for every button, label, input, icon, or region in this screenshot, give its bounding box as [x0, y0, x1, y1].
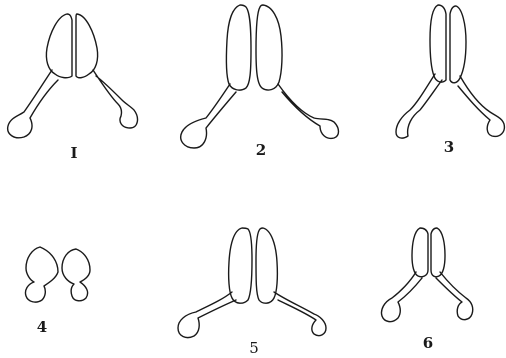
figure-3-right-lobe	[450, 6, 466, 83]
figure-5: 5	[178, 228, 326, 357]
figure-1-label: I	[70, 144, 77, 162]
figure-3-left-arm	[396, 74, 442, 138]
figure-3: 3	[396, 5, 504, 156]
figure-3-left-lobe	[430, 5, 446, 82]
figure-1-left-arm	[8, 70, 58, 138]
figure-6-left-arm	[381, 272, 422, 322]
figure-6-label: 6	[423, 334, 433, 352]
figure-1: I	[8, 14, 138, 162]
figure-2-left-lobe	[226, 5, 251, 90]
figure-2: 2	[181, 5, 339, 159]
figure-4-label: 4	[37, 318, 47, 336]
figure-4-left-lobe	[25, 247, 58, 302]
figure-1-right-arm	[93, 70, 137, 128]
figure-3-right-arm	[458, 76, 504, 136]
figure-4: 4	[25, 247, 90, 336]
figure-2-right-arm	[278, 84, 339, 138]
figure-6: 6	[381, 228, 472, 352]
figure-5-label: 5	[249, 339, 259, 357]
figure-6-right-lobe	[431, 228, 445, 277]
figure-4-right-lobe	[62, 249, 90, 301]
figure-6-left-lobe	[412, 228, 428, 277]
figure-1-left-lobe	[46, 14, 72, 78]
figure-5-right-arm	[274, 292, 326, 336]
figure-5-left-arm	[178, 292, 236, 338]
figure-2-right-lobe	[256, 5, 282, 90]
figure-1-right-lobe	[76, 14, 98, 78]
figure-6-right-arm	[436, 272, 473, 320]
figure-2-label: 2	[256, 141, 266, 159]
figure-3-label: 3	[444, 138, 454, 156]
figure-2-left-arm	[181, 84, 236, 148]
